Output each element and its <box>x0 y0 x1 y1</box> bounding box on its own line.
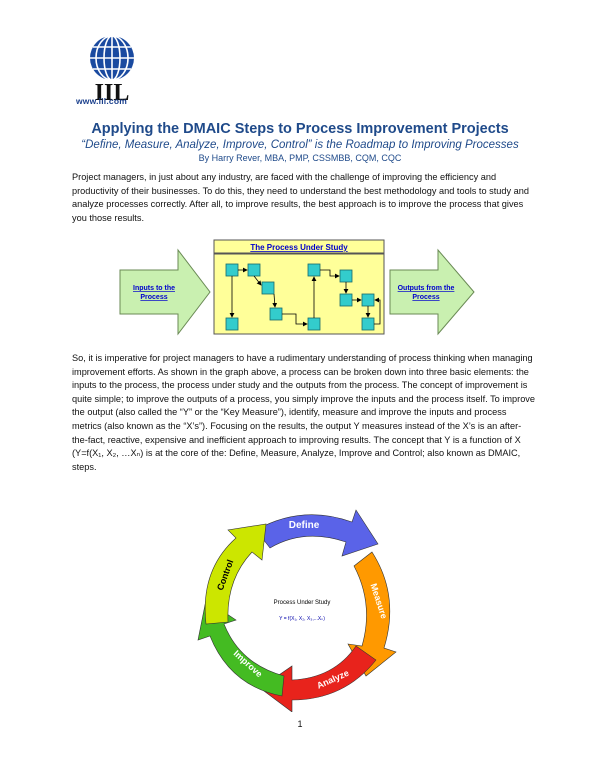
author-line: By Harry Rever, MBA, PMP, CSSMBB, CQM, C… <box>198 153 402 163</box>
page-subtitle: “Define, Measure, Analyze, Improve, Cont… <box>81 139 519 151</box>
page-number: 1 <box>297 719 303 729</box>
process-step <box>225 263 239 277</box>
process-step <box>339 293 353 307</box>
output-label-line1: Outputs from the <box>398 285 455 292</box>
logo-wordmark: IIL <box>95 80 130 106</box>
output-arrow <box>389 248 475 336</box>
dmaic-cycle-diagram: Define Measure Analyze Improve Control P… <box>197 509 397 712</box>
intro-paragraph: Project managers, in just about any indu… <box>72 172 529 223</box>
process-step <box>339 269 353 283</box>
process-step <box>307 317 321 331</box>
step-define: Define <box>289 520 320 531</box>
page-title: Applying the DMAIC Steps to Process Impr… <box>91 121 509 137</box>
center-formula: Y = f(X₁, X₂, X₃,...Xₙ) <box>279 616 325 622</box>
measure-arc <box>347 551 397 677</box>
center-title: Process Under Study <box>274 600 331 606</box>
dmaic-arc-group <box>197 509 397 712</box>
process-step <box>361 317 375 331</box>
input-arrow <box>119 248 211 336</box>
output-label-line2: Process <box>412 294 439 301</box>
process-title-box <box>213 239 385 254</box>
process-title: The Process Under Study <box>250 243 348 252</box>
process-step <box>361 293 375 307</box>
input-label-line2: Process <box>140 294 167 301</box>
process-box <box>213 253 385 335</box>
process-step <box>261 281 275 295</box>
process-diagram: Inputs to the Process The Process Under … <box>119 239 475 336</box>
process-step <box>225 317 239 331</box>
globe-icon <box>90 35 134 81</box>
process-step <box>247 263 261 277</box>
control-arc <box>204 523 267 625</box>
logo-url: www.iil.com <box>76 96 128 106</box>
define-arc <box>255 509 379 557</box>
input-label-line1: Inputs to the <box>133 285 175 292</box>
iil-logo: IIL <box>90 35 134 106</box>
process-step <box>269 307 283 321</box>
process-step <box>307 263 321 277</box>
body-paragraph: So, it is imperative for project manager… <box>72 353 536 472</box>
